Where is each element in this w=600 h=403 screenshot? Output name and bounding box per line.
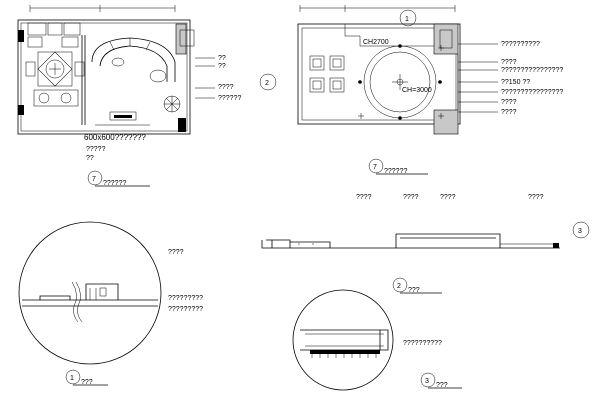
- detail-3-title-number: 3: [425, 378, 429, 385]
- title-block-plan-left: [87, 170, 150, 187]
- ceiling-height-label: CH2700: [363, 39, 389, 46]
- plan-right-callout-7: ????: [501, 109, 517, 116]
- detail-1-label-3: ?????????: [168, 306, 203, 313]
- detail-1-title-text: ???: [81, 379, 93, 386]
- elevation-label-2: ????: [403, 194, 419, 201]
- floor-plan-left: [17, 5, 215, 135]
- elevation-marker-circle: [572, 221, 590, 239]
- plan-right-top-marker: 1: [405, 16, 409, 23]
- plan-left-note-1: 600x600???????: [84, 133, 146, 142]
- detail-3-title-text: ???: [436, 382, 448, 389]
- center-height-label: CH=3000: [402, 87, 432, 94]
- ceiling-plan-right: [297, 5, 498, 135]
- plan-left-note-3: ??: [86, 155, 94, 162]
- plan-right-title-text: ??????: [384, 168, 407, 175]
- detail-circle-3: [292, 289, 394, 391]
- elevation-title-text: ???: [408, 287, 420, 294]
- plan-right-callout-5: ????????????????: [501, 89, 563, 96]
- elevation-label-1: ????: [356, 194, 372, 201]
- plan-left-callout-3: ????: [218, 84, 234, 91]
- plan-right-callout-4: ??150 ??: [501, 79, 530, 86]
- plan-left-title-number: 7: [92, 176, 96, 183]
- elevation-label-4: ????: [528, 194, 544, 201]
- section-marker-number: 2: [265, 80, 269, 87]
- detail-1-label-1: ????: [168, 249, 184, 256]
- title-block-detail-1: [65, 369, 108, 386]
- plan-left-callout-4: ??????: [218, 95, 241, 102]
- detail-3-label: ??????????: [403, 340, 442, 347]
- title-block-elevation: [392, 277, 442, 294]
- detail-1-title-number: 1: [70, 375, 74, 382]
- detail-circle-1: [18, 221, 162, 365]
- section-marker-circle: [259, 73, 277, 91]
- plan-left-title-text: ??????: [103, 180, 126, 187]
- elevation-marker: 3: [578, 228, 582, 235]
- section-elevation: [261, 233, 560, 249]
- detail-1-label-2: ?????????: [168, 295, 203, 302]
- plan-right-callout-3: ????????????????: [501, 67, 563, 74]
- plan-right-callout-1: ??????????: [501, 41, 540, 48]
- plan-right-title-number: 7: [373, 164, 377, 171]
- plan-right-callout-2: ????: [501, 59, 517, 66]
- plan-right-top-marker-circle: [399, 9, 417, 27]
- title-block-detail-3: [420, 372, 462, 389]
- plan-left-callout-2: ??: [218, 63, 226, 70]
- title-block-plan-right: [368, 158, 428, 175]
- elevation-label-3: ????: [440, 194, 456, 201]
- elevation-title-number: 2: [397, 283, 401, 290]
- plan-left-note-2: ?????: [86, 146, 106, 153]
- plan-right-callout-6: ????: [501, 99, 517, 106]
- plan-left-callout-1: ??: [218, 55, 226, 62]
